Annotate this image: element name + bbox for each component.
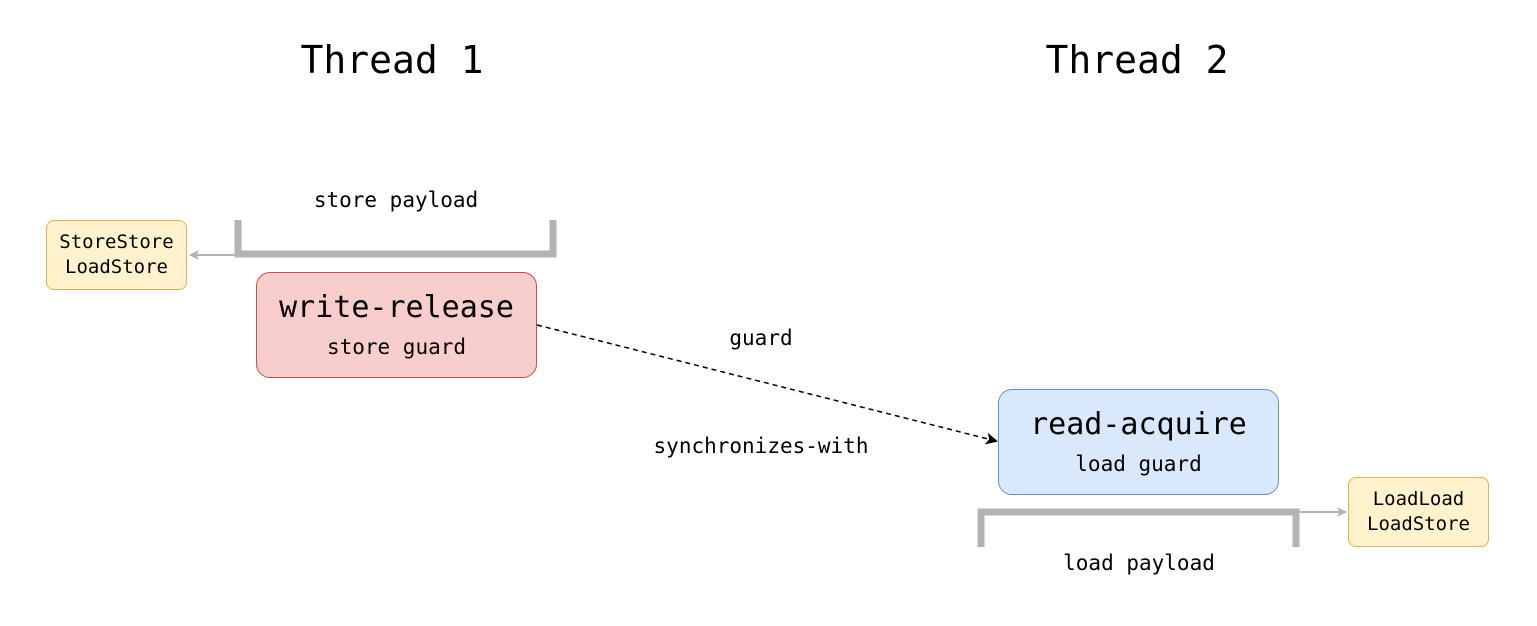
synchronizes-with-edge bbox=[536, 324, 998, 445]
read-acquire-box: read-acquire load guard bbox=[998, 389, 1279, 495]
edge-guard-label: guard bbox=[729, 326, 793, 350]
edge-synchronizes-with-label: synchronizes-with bbox=[653, 434, 869, 458]
load-barriers-note: LoadLoad LoadStore bbox=[1348, 477, 1489, 547]
store-barriers-note: StoreStore LoadStore bbox=[46, 220, 187, 290]
thread1-title: Thread 1 bbox=[300, 38, 484, 82]
write-release-title: write-release bbox=[279, 289, 514, 325]
load-barrier-loadload: LoadLoad bbox=[1372, 488, 1465, 511]
store-barrier-loadstore: LoadStore bbox=[65, 256, 168, 278]
read-acquire-title: read-acquire bbox=[1030, 406, 1247, 442]
load-payload-bracket bbox=[977, 508, 1300, 547]
load-guard-label: load guard bbox=[1075, 452, 1202, 477]
load-barrier-loadstore: LoadStore bbox=[1367, 513, 1470, 535]
thread2-title: Thread 2 bbox=[1045, 38, 1229, 82]
load-payload-label: load payload bbox=[1063, 551, 1215, 575]
store-payload-bracket bbox=[234, 220, 557, 258]
store-barrier-storestore: StoreStore bbox=[59, 231, 174, 254]
store-payload-label: store payload bbox=[313, 188, 479, 212]
store-guard-label: store guard bbox=[326, 335, 467, 360]
write-release-box: write-release store guard bbox=[256, 272, 537, 378]
